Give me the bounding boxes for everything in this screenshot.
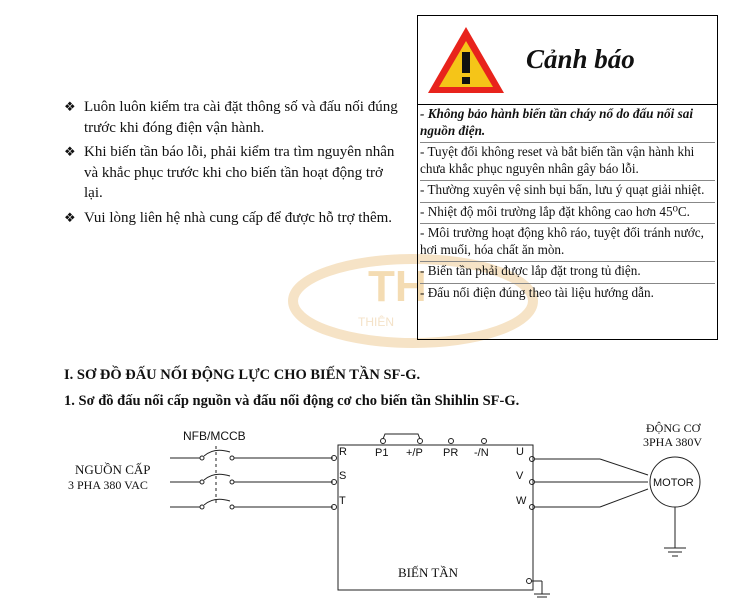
diamond-bullet-icon: ❖	[64, 209, 76, 225]
bullet-list: ❖ Luôn luôn kiểm tra cài đặt thông số và…	[64, 97, 404, 232]
terminal-p1-label: P1	[375, 447, 388, 459]
terminal-w-label: W	[516, 495, 527, 507]
warning-box: Cảnh báo - Không bảo hành biến tần cháy …	[417, 15, 718, 340]
terminal-pr-label: PR	[443, 447, 458, 459]
inverter-box	[337, 444, 534, 591]
watermark-text: TH	[368, 262, 427, 311]
watermark-logo: TH THIÊN	[288, 254, 538, 348]
phase-r-line	[170, 449, 333, 461]
bullet-item: ❖ Vui lòng liên hệ nhà cung cấp để được …	[64, 208, 404, 229]
terminal-p-label: +/P	[406, 447, 423, 459]
warning-item: - Biến tần phải được lắp đặt trong tủ đi…	[420, 262, 715, 284]
subsection-title: 1. Sơ đồ đấu nối cấp nguồn và đấu nối độ…	[64, 393, 520, 409]
phase-t-line	[170, 498, 333, 510]
warning-item: - Thường xuyên vệ sinh bụi bẩn, lưu ý qu…	[420, 181, 715, 203]
source-label: NGUỒN CẤP	[75, 462, 150, 477]
warning-triangle-icon	[428, 27, 504, 93]
inverter-label: BIẾN TẦN	[398, 565, 459, 580]
terminal-t-label: T	[339, 495, 346, 507]
warning-title: Cảnh báo	[526, 44, 635, 74]
terminal-v-label: V	[516, 470, 524, 482]
motor-spec-label: 3PHA 380V	[643, 435, 702, 449]
motor-text: MOTOR	[653, 477, 694, 489]
terminal-r-label: R	[339, 446, 347, 458]
bullet-text: Vui lòng liên hệ nhà cung cấp để được hỗ…	[84, 209, 393, 226]
diamond-bullet-icon: ❖	[64, 99, 76, 114]
warning-item: - Môi trường hoạt động khô ráo, tuyệt đố…	[420, 224, 715, 262]
bullet-text: Khi biến tần báo lỗi, phải kiểm tra tìm …	[84, 144, 395, 201]
motor-label: ĐỘNG CƠ	[646, 421, 702, 435]
watermark-subtext: THIÊN	[358, 314, 394, 329]
warning-item: - Nhiệt độ môi trường lắp đặt không cao …	[420, 203, 715, 224]
section-title: I. SƠ ĐỒ ĐẤU NỐI ĐỘNG LỰC CHO BIẾN TẦN S…	[64, 367, 421, 383]
bullet-item: ❖ Khi biến tần báo lỗi, phải kiểm tra tì…	[64, 142, 404, 204]
phase-s-line	[170, 473, 333, 485]
terminal-n-label: -/N	[474, 447, 489, 459]
warning-item: - Tuyệt đối không reset và bắt biến tần …	[420, 143, 715, 181]
warning-list: - Không bảo hành biến tần cháy nổ do đấu…	[418, 105, 717, 304]
bullet-text: Luôn luôn kiểm tra cài đặt thông số và đ…	[84, 99, 398, 136]
source-voltage-label: 3 PHA 380 VAC	[68, 478, 148, 492]
breaker-label: NFB/MCCB	[183, 429, 246, 443]
warning-header: Cảnh báo	[418, 16, 717, 105]
warning-item: - Không bảo hành biến tần cháy nổ do đấu…	[420, 105, 715, 143]
bullet-item: ❖ Luôn luôn kiểm tra cài đặt thông số và…	[64, 97, 404, 138]
diamond-bullet-icon: ❖	[64, 144, 76, 159]
warning-item: - Đấu nối điện đúng theo tài liệu hướng …	[420, 284, 654, 300]
terminal-s-label: S	[339, 470, 346, 482]
terminal-u-label: U	[516, 446, 524, 458]
wiring-diagram: BIẾN TẦN NFB/MCCB NGUỒN CẤP 3 PHA 380 VA…	[68, 421, 702, 598]
